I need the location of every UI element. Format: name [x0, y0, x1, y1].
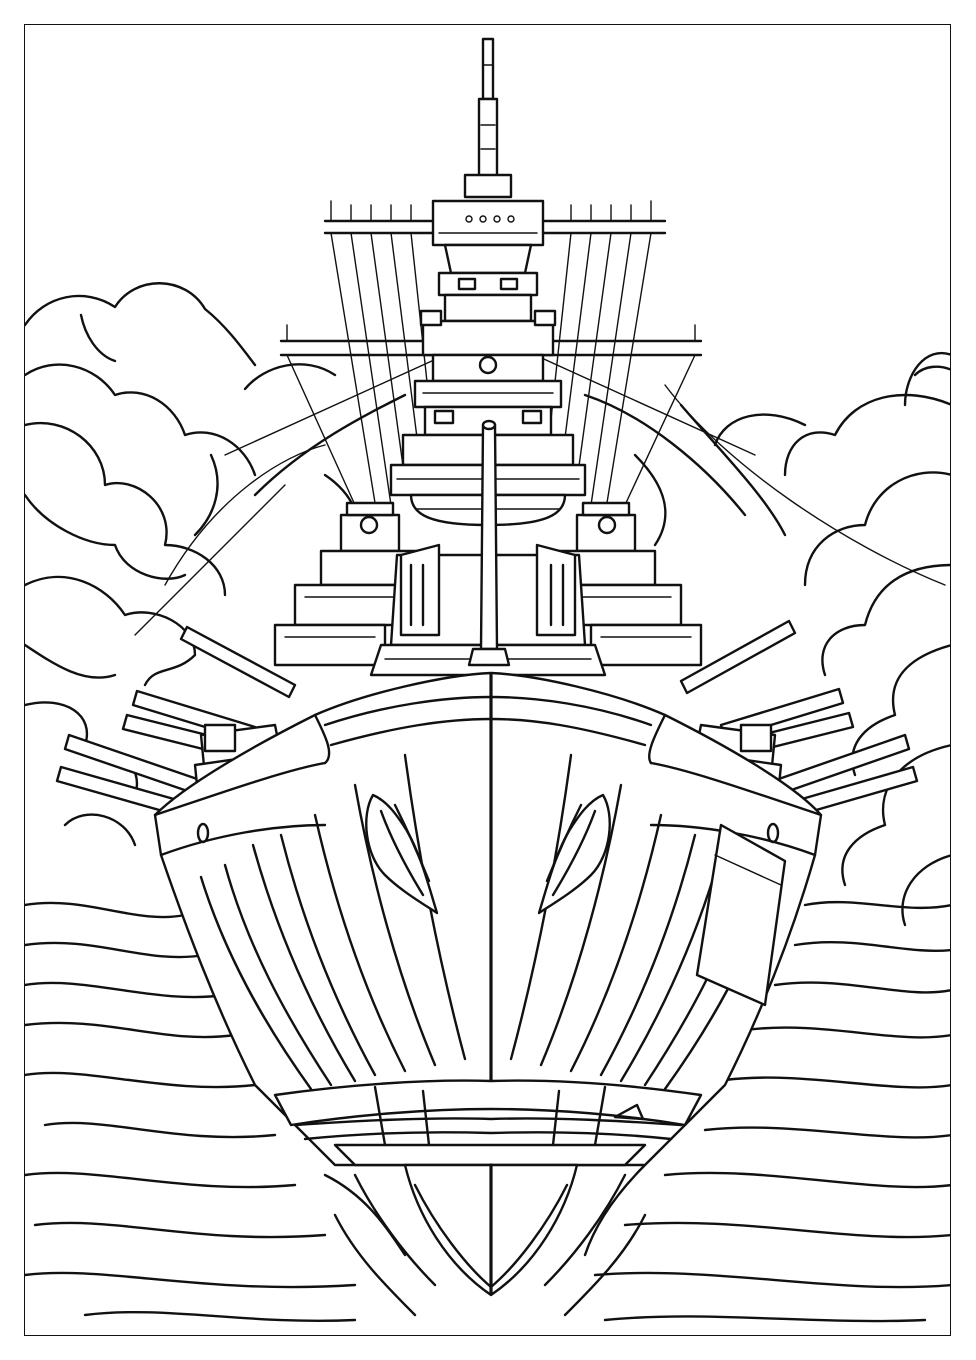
bow-emblems [365, 793, 611, 915]
hull-panels [695, 823, 787, 1007]
center-gun-barrel [467, 419, 511, 667]
mast [463, 37, 513, 199]
battleship-illustration [25, 37, 950, 1323]
bow-waterline [273, 1079, 703, 1167]
bow-wake [333, 1173, 647, 1317]
rigging-lines [224, 232, 756, 516]
clouds-right [664, 351, 950, 927]
bow-keel [403, 1163, 579, 1297]
hull [153, 671, 823, 1167]
side-gun-mounts [273, 501, 703, 667]
hull-stripes-left [199, 753, 467, 1091]
illustration-frame [24, 24, 951, 1336]
